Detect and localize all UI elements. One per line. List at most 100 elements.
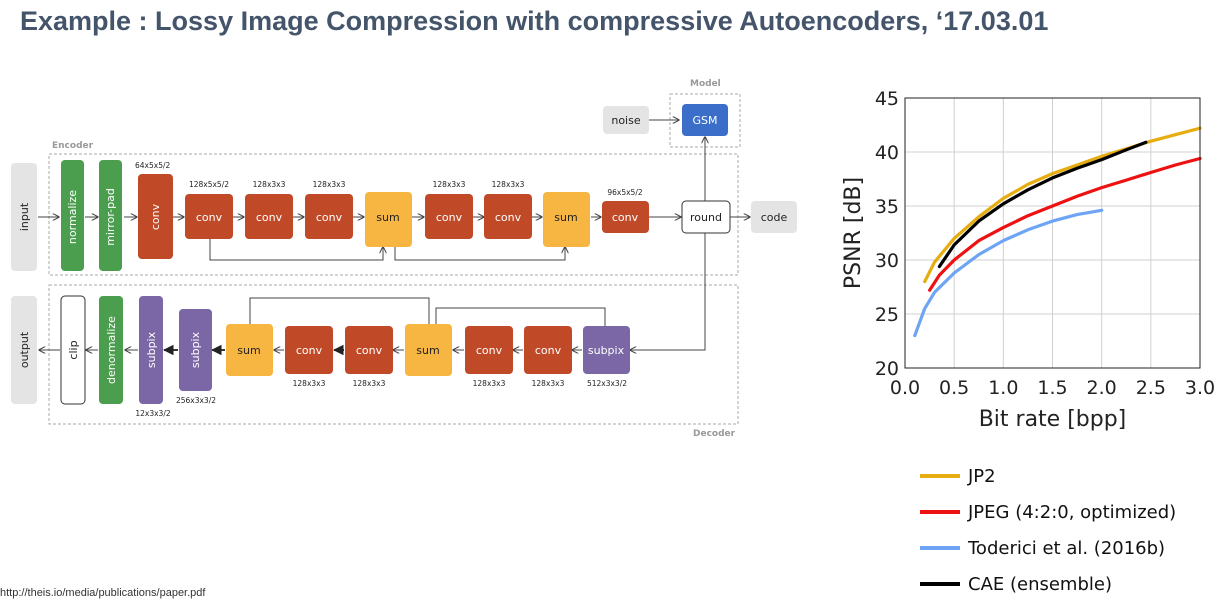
x-tick-label: 2.5 xyxy=(1136,377,1166,399)
conv2-label: conv xyxy=(196,211,223,224)
legend-label-jpeg: JPEG (4:2:0, optimized) xyxy=(968,501,1177,523)
gsm-node xyxy=(682,104,728,136)
code-node xyxy=(751,201,797,233)
legend-swatch-jp2 xyxy=(920,474,960,478)
series-line-toderici xyxy=(913,208,1104,338)
y-tick-label: 45 xyxy=(875,88,899,110)
legend-swatch-cae xyxy=(920,582,960,586)
encoder-group-label: Encoder xyxy=(52,141,94,151)
mirror-pad-label: mirror-pad xyxy=(104,188,117,246)
conv6-node xyxy=(484,194,532,239)
clip-node xyxy=(60,295,86,405)
legend-label-toderici: Toderici et al. (2016b) xyxy=(968,537,1166,559)
conv5-dim: 128x3x3 xyxy=(433,180,466,189)
conv5-label: conv xyxy=(436,211,463,224)
subpix-c-dim: 512x3x3/2 xyxy=(587,379,627,388)
code-label: code xyxy=(761,211,788,224)
edge-skip-dec-2 xyxy=(250,297,430,332)
round-node xyxy=(681,200,731,234)
y-tick-label: 35 xyxy=(875,196,899,218)
source-url: http://theis.io/media/publications/paper… xyxy=(0,587,206,599)
mirror-pad-node xyxy=(99,160,122,271)
conv-d-dim: 128x3x3 xyxy=(532,379,565,388)
conv7-label: conv xyxy=(612,211,639,224)
legend-swatch-jpeg xyxy=(920,510,960,514)
series-line-jpeg xyxy=(927,156,1202,292)
sum-a-label: sum xyxy=(237,344,260,357)
sum2-label: sum xyxy=(554,211,577,224)
x-tick-label: 1.0 xyxy=(988,377,1018,399)
edge-round-subpix xyxy=(630,233,706,350)
edge-skip-enc-1 xyxy=(209,235,383,261)
input-label: input xyxy=(18,202,31,231)
x-tick-label: 3.0 xyxy=(1185,377,1215,399)
y-tick-label: 30 xyxy=(875,250,899,272)
sum-b-node xyxy=(405,324,452,376)
y-tick-label: 40 xyxy=(875,142,899,164)
sum-b-label: sum xyxy=(416,344,439,357)
legend-item: Toderici et al. (2016b) xyxy=(920,530,1176,566)
conv1-dim: 64x5x5/2 xyxy=(135,161,170,170)
y-axis-label: PSNR [dB] xyxy=(841,177,866,289)
noise-node xyxy=(603,106,649,134)
conv5-node xyxy=(425,194,473,239)
series-line-jp2 xyxy=(923,126,1202,284)
plot-frame xyxy=(904,97,1201,369)
conv1-node xyxy=(138,174,173,259)
slide-title: Example : Lossy Image Compression with c… xyxy=(20,6,1049,36)
x-tick-label: 0.5 xyxy=(939,377,969,399)
normalize-label: normalize xyxy=(66,190,79,244)
conv1-label: conv xyxy=(149,203,162,230)
legend-item: JPEG (4:2:0, optimized) xyxy=(920,494,1176,530)
conv6-label: conv xyxy=(495,211,522,224)
conv-d-node xyxy=(524,326,572,374)
legend-label-jp2: JP2 xyxy=(968,465,996,487)
conv2-dim: 128x5x5/2 xyxy=(189,180,229,189)
conv4-label: conv xyxy=(316,211,343,224)
conv-b-node xyxy=(345,326,393,374)
subpix-c-node xyxy=(583,326,630,374)
x-axis-label: Bit rate [bpp] xyxy=(979,407,1127,432)
x-tick-label: 0.0 xyxy=(890,377,920,399)
input-node xyxy=(11,163,37,271)
normalize-node xyxy=(61,160,84,271)
sum1-label: sum xyxy=(376,211,399,224)
conv3-dim: 128x3x3 xyxy=(253,180,286,189)
conv-b-dim: 128x3x3 xyxy=(353,379,386,388)
sum2-node xyxy=(543,192,590,247)
clip-label: clip xyxy=(67,340,80,359)
subpix-a-label: subpix xyxy=(145,331,158,368)
conv-c-label: conv xyxy=(476,344,503,357)
conv2-node xyxy=(185,194,233,239)
conv-c-node xyxy=(465,326,513,374)
conv-c-dim: 128x3x3 xyxy=(473,379,506,388)
conv7-node xyxy=(602,201,649,233)
conv-a-label: conv xyxy=(296,344,323,357)
subpix-b-dim: 256x3x3/2 xyxy=(176,396,216,405)
conv-a-dim: 128x3x3 xyxy=(293,379,326,388)
series-line-cae xyxy=(937,140,1148,269)
subpix-c-label: subpix xyxy=(588,344,625,357)
edge-skip-dec-1 xyxy=(436,307,606,332)
architecture-diagram: Model Encoder Decoder xyxy=(11,79,797,439)
x-tick-label: 2.0 xyxy=(1087,377,1117,399)
denormalize-node xyxy=(99,296,123,404)
legend-item: JP2 xyxy=(920,458,1176,494)
conv6-dim: 128x3x3 xyxy=(492,180,525,189)
conv-b-label: conv xyxy=(356,344,383,357)
conv-d-label: conv xyxy=(535,344,562,357)
edge-skip-enc-2 xyxy=(394,247,565,261)
chart-series xyxy=(913,126,1202,338)
chart-legend: JP2 JPEG (4:2:0, optimized) Toderici et … xyxy=(920,458,1176,602)
x-tick-label: 1.5 xyxy=(1037,377,1067,399)
denormalize-label: denormalize xyxy=(105,316,118,384)
conv4-node xyxy=(305,194,353,239)
decoder-group xyxy=(48,284,739,425)
conv4-dim: 128x3x3 xyxy=(313,180,346,189)
conv-a-node xyxy=(285,326,333,374)
gsm-label: GSM xyxy=(693,114,718,127)
subpix-b-label: subpix xyxy=(189,331,202,368)
subpix-a-node xyxy=(139,296,163,404)
